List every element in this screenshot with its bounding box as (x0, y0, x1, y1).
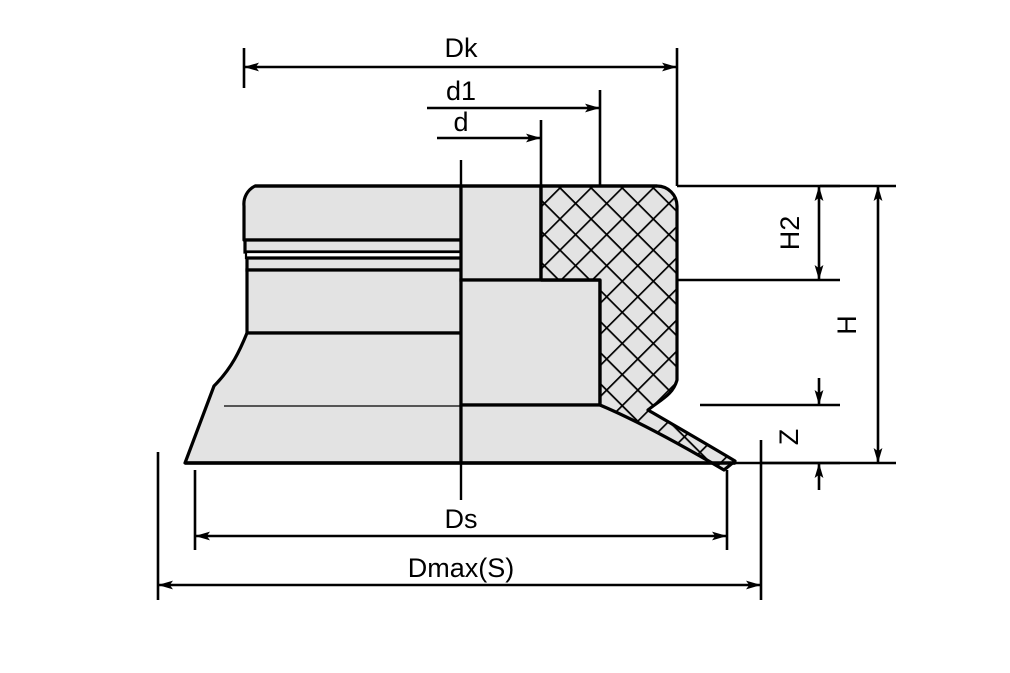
dimension-d1: d1 (427, 76, 602, 186)
dimension-d: d (437, 107, 543, 186)
cup-core-lower-block (459, 278, 602, 407)
d1-label: d1 (446, 76, 476, 106)
cup-rib-lower (245, 256, 463, 272)
cup-middle-barrel-left (245, 268, 463, 335)
cup-core-upper-block (459, 184, 543, 282)
H-label: H (832, 315, 862, 335)
Dmax-label: Dmax(S) (408, 553, 515, 583)
dimension-Dmax: Dmax(S) (156, 440, 763, 600)
cup-section-hatched-region (539, 184, 737, 472)
d-label: d (453, 107, 468, 137)
cup-rib-upper (243, 238, 463, 254)
dimension-Dk: Dk (242, 33, 679, 186)
suction-cup-geometry (183, 160, 737, 500)
cup-bell-flare-left (183, 331, 463, 465)
dimension-Ds: Ds (193, 470, 729, 550)
H2-label: H2 (775, 216, 805, 251)
cup-upper-barrel-left (242, 184, 463, 242)
Ds-label: Ds (445, 504, 478, 534)
dimension-Z: Z (700, 378, 840, 490)
dimension-H2: H2 (677, 184, 840, 282)
Z-label: Z (774, 429, 804, 446)
Dk-label: Dk (445, 33, 478, 63)
